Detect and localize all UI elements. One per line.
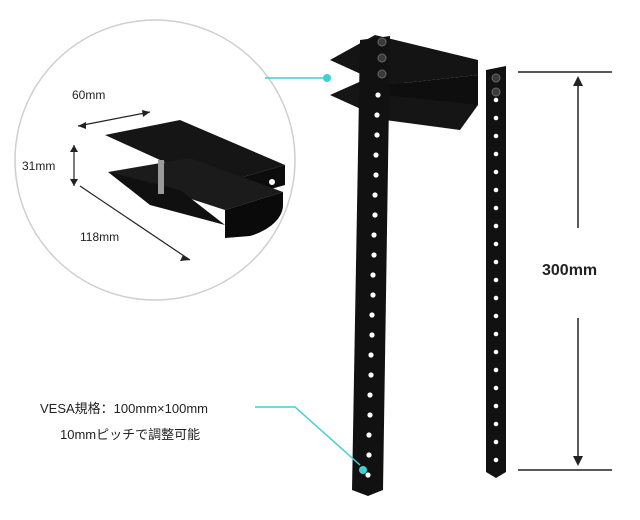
long-bar-holes [365, 92, 381, 478]
main-height-label: 300mm [542, 262, 598, 279]
long-vertical-bar [352, 36, 390, 496]
vesa-spec-line2: 10mmピッチで調整可能 [60, 427, 201, 442]
height-arrowheads [573, 76, 583, 466]
leader-lines [255, 77, 361, 466]
screws [377, 37, 501, 97]
short-bar-holes [493, 97, 499, 463]
vesa-spec-line1: VESA規格：100mm×100mm [40, 401, 208, 416]
inset-height-label: 31mm [22, 159, 56, 173]
inset-depth-label: 118mm [80, 230, 120, 244]
leader-dot-top [323, 74, 331, 82]
inset-bracket [105, 120, 285, 238]
short-vertical-bar [486, 66, 506, 478]
height-dimension [518, 71, 612, 471]
leader-dot-bottom [359, 466, 367, 474]
main-top-plates [330, 35, 478, 130]
inset-width-label: 60mm [72, 88, 106, 102]
inset-arrowheads [70, 110, 190, 261]
